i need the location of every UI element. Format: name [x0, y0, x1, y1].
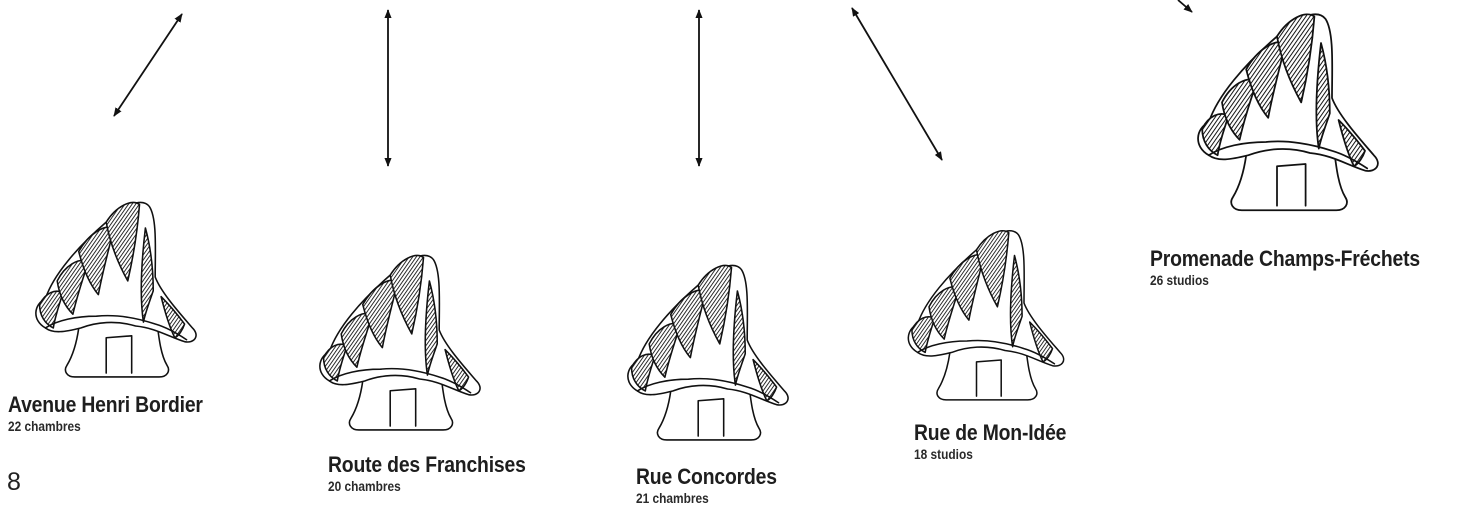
page-number: 8	[7, 468, 21, 497]
location-name: Promenade Champs-Fréchets	[1150, 246, 1420, 272]
location-label-4: Rue de Mon-Idée 18 studios	[914, 420, 1087, 462]
location-label-2: Route des Franchises 20 chambres	[328, 452, 553, 494]
mushroom-house-4	[908, 231, 1063, 400]
location-label-1: Avenue Henri Bordier 22 chambres	[8, 392, 229, 434]
location-name: Route des Franchises	[328, 452, 526, 478]
double-arrow-1	[114, 14, 182, 116]
location-label-3: Rue Concordes 21 chambres	[636, 464, 796, 506]
location-count: 20 chambres	[328, 478, 519, 494]
location-name: Avenue Henri Bordier	[8, 392, 203, 418]
location-count: 26 studios	[1150, 272, 1411, 288]
location-name: Rue Concordes	[636, 464, 777, 490]
mushroom-house-2	[320, 256, 480, 430]
location-count: 18 studios	[914, 446, 1061, 462]
location-label-5: Promenade Champs-Fréchets 26 studios	[1150, 246, 1457, 288]
mushroom-house-5	[1198, 14, 1378, 210]
mushroom-house-1	[36, 203, 196, 377]
mushroom-house-3	[628, 266, 788, 440]
double-arrow-5	[1178, 0, 1192, 12]
location-count: 21 chambres	[636, 490, 772, 506]
location-count: 22 chambres	[8, 418, 196, 434]
double-arrow-4	[852, 8, 942, 160]
location-name: Rue de Mon-Idée	[914, 420, 1066, 446]
